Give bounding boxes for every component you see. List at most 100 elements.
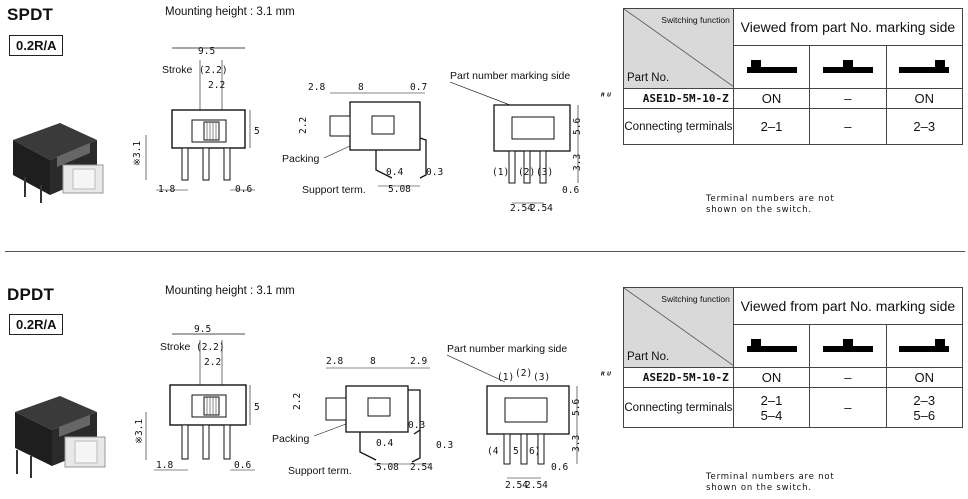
term-6: 6) <box>529 446 540 457</box>
part-number: ASE1D-5M-10-Z <box>642 92 729 105</box>
conn-cell: – <box>809 387 887 428</box>
dpdt-front-view: 9.5 Stroke (2.2) 2.2 5 ※3.1 1.8 0.6 <box>134 324 260 471</box>
dpdt-title: DPDT <box>7 285 55 304</box>
term-3: (3) <box>533 372 550 383</box>
packing-label: Packing <box>282 153 320 165</box>
dim-pin-height: ※3.1 <box>134 419 145 444</box>
dim-stroke-label: Stroke <box>162 64 193 76</box>
term-1: (1) <box>492 167 509 178</box>
dim-pitch-left: 1.8 <box>156 460 173 471</box>
dim-h2: 3.3 <box>572 154 583 171</box>
dim-pin-height: ※3.1 <box>132 141 143 166</box>
header-viewed: Viewed from part No. marking side <box>733 288 962 325</box>
slider-position-icon <box>887 325 962 367</box>
header-viewed: Viewed from part No. marking side <box>733 9 962 46</box>
conn-top: 2–3 <box>913 392 936 408</box>
dim-stroke-label: Stroke <box>160 341 191 353</box>
dim-w: 0.6 <box>551 462 568 473</box>
dim-inner: 2.2 <box>208 80 225 91</box>
header-part-no: Part No. <box>627 351 670 363</box>
dim-f: 0.3 <box>426 167 443 178</box>
dim-inner: 2.2 <box>204 357 221 368</box>
note-line: Terminal numbers are not <box>706 472 835 482</box>
dim-p1: 2.54 <box>505 480 528 491</box>
term-2: (2) <box>518 167 535 178</box>
conn-cell: 2–1 <box>732 108 811 145</box>
header-switching-function: Switching function <box>661 15 730 25</box>
note-line: Terminal numbers are not <box>706 194 835 204</box>
dim-stroke-value: (2.2) <box>199 65 228 76</box>
spdt-product-photo <box>13 123 104 203</box>
connecting-terminals-label: Connecting terminals <box>623 108 734 145</box>
on-cell: ON <box>885 88 964 109</box>
dim-c: 2.9 <box>410 356 427 367</box>
term-3: (3) <box>536 167 553 178</box>
on-cell: ON <box>732 367 811 388</box>
slider-position-icon <box>887 46 962 88</box>
dim-p2: 2.54 <box>525 480 548 491</box>
dim-e: 0.4 <box>386 167 403 178</box>
spdt-switching-table: Switching function Part No. Viewed from … <box>600 8 964 145</box>
dim-p1: 2.54 <box>510 203 533 214</box>
dim-h: 2.54 <box>410 462 433 473</box>
spdt-rear-view: Part number marking side 5.6 (1) (2) (3)… <box>450 70 583 214</box>
conn-cell: – <box>809 108 887 145</box>
dim-d: 2.2 <box>298 117 309 134</box>
dim-pitch-left: 1.8 <box>158 184 175 195</box>
spdt-side-view: 2.8 8 0.7 2.2 Packing 0.4 0.3 Support te… <box>282 82 443 196</box>
term-4: (4 <box>487 446 499 457</box>
dpdt-rating-badge: 0.2R/A <box>9 314 64 335</box>
spdt-front-view: 9.5 Stroke (2.2) 2.2 5 ※3.1 1.8 0.6 <box>132 46 260 195</box>
slider-position-icon <box>810 46 887 88</box>
table-corner-cell: Switching function Part No. <box>623 287 734 368</box>
dim-e: 0.4 <box>376 438 393 449</box>
slider-position-icon <box>734 325 811 367</box>
slider-position-icon <box>734 46 811 88</box>
header-switching-function: Switching function <box>661 294 730 304</box>
spdt-rating-badge: 0.2R/A <box>9 35 64 56</box>
marking-side-label: Part number marking side <box>450 70 570 82</box>
dim-a: 2.8 <box>326 356 343 367</box>
dim-pin-width: 0.6 <box>235 184 252 195</box>
header-part-no: Part No. <box>627 72 670 84</box>
conn-cell: 2–3 <box>885 108 964 145</box>
ul-icon: ᴿᵁ <box>600 371 613 382</box>
dim-height: 5 <box>254 402 260 413</box>
support-term-label: Support term. <box>302 184 366 196</box>
support-term-label: Support term. <box>288 465 352 477</box>
dim-b: 8 <box>358 82 364 93</box>
spdt-mounting-height: Mounting height : 3.1 mm <box>165 6 295 18</box>
dpdt-product-photo <box>15 396 106 478</box>
table-corner-cell: Switching function Part No. <box>623 8 734 89</box>
dim-h1: 5.6 <box>572 118 583 135</box>
note-line: shown on the switch. <box>706 483 812 493</box>
dpdt-side-view: 2.8 8 2.9 2.2 Packing 0.4 0.3 0.3 Suppor… <box>272 356 453 477</box>
spdt-title: SPDT <box>7 5 54 24</box>
part-number: ASE2D-5M-10-Z <box>642 371 729 384</box>
dim-h1: 5.6 <box>571 399 582 416</box>
note-line: shown on the switch. <box>706 205 812 215</box>
dim-g: 5.08 <box>388 184 411 195</box>
dim-d: 2.2 <box>292 393 303 410</box>
connecting-terminals-label: Connecting terminals <box>623 387 734 428</box>
dim-pin-width: 0.6 <box>234 460 251 471</box>
dim-h2: 3.3 <box>571 435 582 452</box>
on-cell: ON <box>885 367 964 388</box>
marking-side-label: Part number marking side <box>447 343 567 355</box>
dim-c: 0.7 <box>410 82 427 93</box>
packing-label: Packing <box>272 433 310 445</box>
dim-b: 8 <box>370 356 376 367</box>
dim-stroke-value: (2.2) <box>196 342 225 353</box>
ul-icon: ᴿᵁ <box>600 92 613 103</box>
slider-position-icon <box>810 325 887 367</box>
dim-w: 0.6 <box>562 185 579 196</box>
dim-g: 5.08 <box>376 462 399 473</box>
term-2: (2) <box>515 368 532 379</box>
on-cell: – <box>809 367 887 388</box>
term-1: (1) <box>497 372 514 383</box>
dpdt-rear-view: Part number marking side (1) (2) (3) 5.6… <box>447 343 582 491</box>
conn-bottom: 5–6 <box>913 407 936 423</box>
dim-p2: 2.54 <box>530 203 553 214</box>
dim-a: 2.8 <box>308 82 325 93</box>
conn-top: 2–1 <box>760 392 783 408</box>
